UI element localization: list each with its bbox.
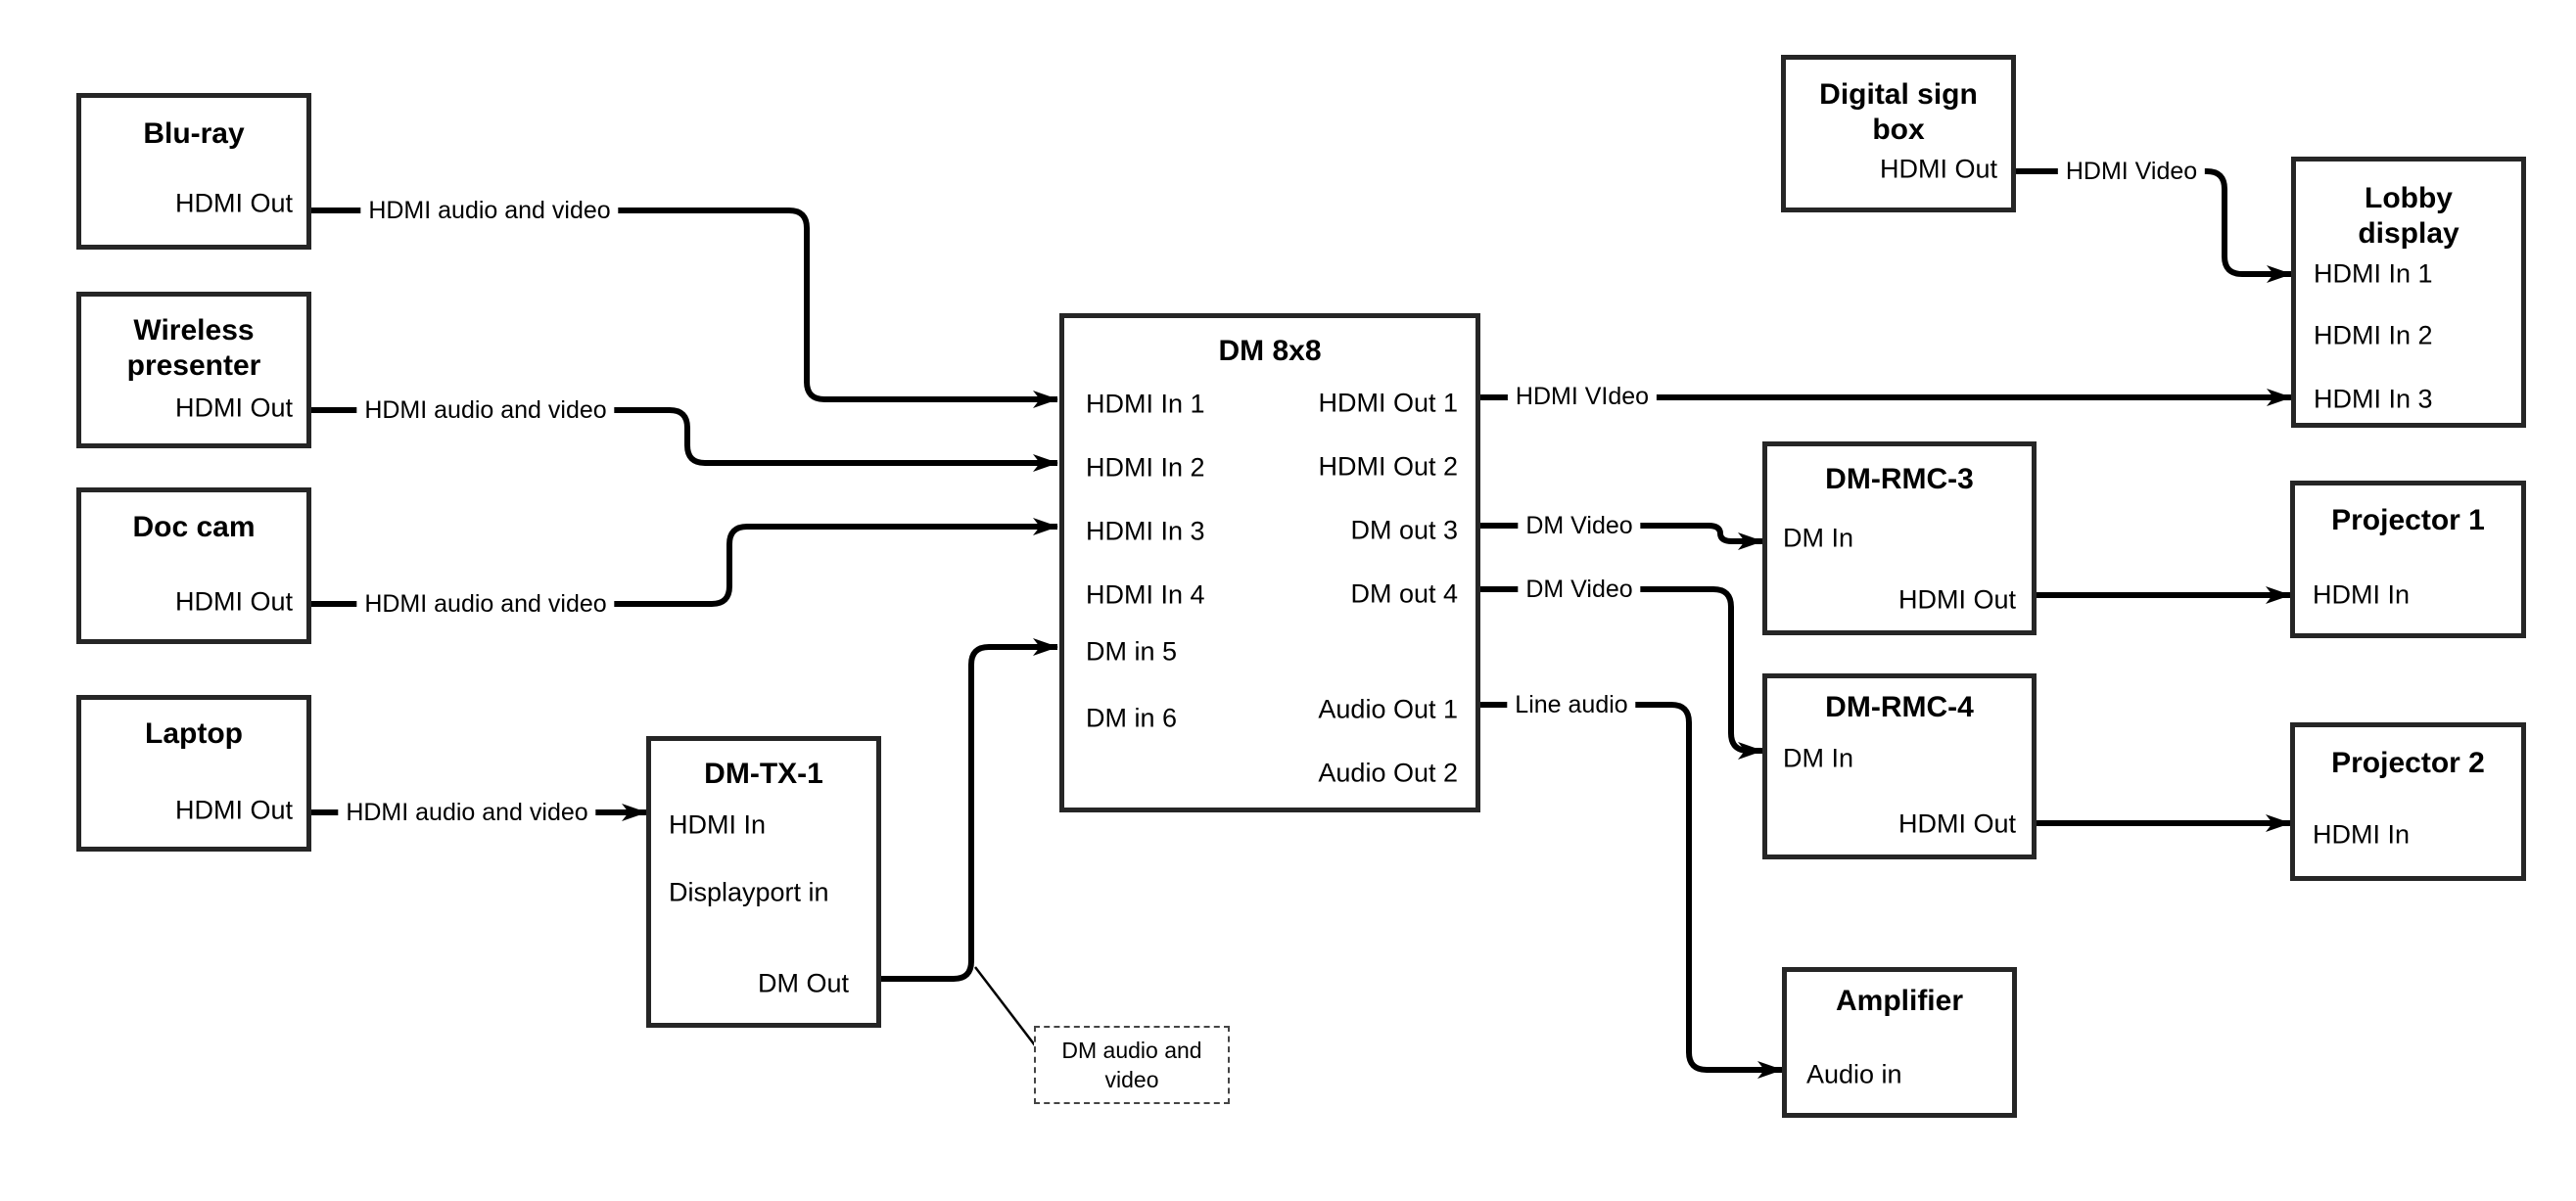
node-doc-cam: Doc cam HDMI Out — [76, 487, 311, 644]
node-title: Wireless presenter — [126, 314, 261, 382]
port-hdmi-in-2: HDMI In 2 — [2314, 320, 2433, 350]
edge-label-hdmi-audio-video-wireless: HDMI audio and video — [356, 394, 615, 426]
node-title: DM-TX-1 — [704, 758, 823, 790]
port-hdmi-out: HDMI Out — [174, 586, 293, 617]
node-title: Doc cam — [132, 511, 256, 543]
port-hdmi-in-1: HDMI In 1 — [2314, 258, 2433, 289]
port-hdmi-out-1: HDMI Out 1 — [1318, 388, 1458, 418]
port-hdmi-in: HDMI In — [2313, 579, 2411, 610]
port-hdmi-in-4: HDMI In 4 — [1086, 579, 1205, 610]
connector-dm8x8-amplifier — [1480, 702, 1783, 1079]
connector-dm8x8-dmrmc3 — [1480, 523, 1763, 550]
connector-digitalsign-lobby — [2016, 168, 2292, 283]
port-hdmi-in-3: HDMI In 3 — [2314, 384, 2433, 414]
node-projector-1: Projector 1 HDMI In — [2290, 481, 2526, 638]
port-hdmi-in-3: HDMI In 3 — [1086, 516, 1205, 546]
port-hdmi-in: HDMI In — [2313, 819, 2411, 850]
port-hdmi-out-2: HDMI Out 2 — [1318, 451, 1458, 482]
port-dm-out-4: DM out 4 — [1350, 578, 1458, 609]
port-audio-in: Audio in — [1806, 1059, 1902, 1089]
node-dm-tx-1: DM-TX-1 HDMI In Displayport in DM Out — [646, 736, 881, 1028]
port-hdmi-in-1: HDMI In 1 — [1086, 389, 1205, 419]
node-amplifier: Amplifier Audio in — [1782, 967, 2017, 1118]
node-blu-ray: Blu-ray HDMI Out — [76, 93, 311, 250]
port-hdmi-out: HDMI Out — [1897, 584, 2016, 615]
node-wireless-presenter: Wireless presenter HDMI Out — [76, 292, 311, 448]
port-hdmi-out: HDMI Out — [174, 393, 293, 423]
port-dm-in: DM In — [1783, 743, 1854, 773]
port-hdmi-out: HDMI Out — [1879, 154, 1997, 184]
node-title: DM-RMC-3 — [1825, 463, 1974, 495]
node-dm-8x8: DM 8x8 HDMI In 1 HDMI In 2 HDMI In 3 HDM… — [1059, 313, 1480, 812]
node-digital-sign-box: Digital sign box HDMI Out — [1781, 55, 2016, 212]
edge-label-dm-video-out3: DM Video — [1518, 510, 1641, 541]
node-lobby-display: Lobby display HDMI In 1 HDMI In 2 HDMI I… — [2291, 157, 2526, 428]
edge-label-hdmi-video-out1: HDMI VIdeo — [1507, 381, 1658, 412]
port-dm-in-6: DM in 6 — [1086, 703, 1178, 733]
node-projector-2: Projector 2 HDMI In — [2290, 722, 2526, 881]
edge-label-hdmi-audio-video-laptop: HDMI audio and video — [338, 797, 596, 828]
edge-label-hdmi-video-sign: HDMI Video — [2057, 156, 2206, 187]
node-title: Projector 1 — [2331, 504, 2485, 536]
node-dm-rmc-3: DM-RMC-3 DM In HDMI Out — [1762, 441, 2037, 635]
connector-dm8x8-dmrmc4 — [1480, 586, 1763, 760]
edge-label-dm-video-out4: DM Video — [1518, 574, 1641, 605]
node-dm-rmc-4: DM-RMC-4 DM In HDMI Out — [1762, 673, 2037, 859]
node-title: Lobby display — [2358, 182, 2459, 250]
connector-bluray-dm8x8 — [311, 208, 1058, 408]
port-dm-out: DM Out — [757, 968, 849, 998]
port-dm-in-5: DM in 5 — [1086, 636, 1178, 667]
edge-label-hdmi-audio-video-doccam: HDMI audio and video — [356, 588, 615, 620]
port-hdmi-out: HDMI Out — [174, 795, 293, 825]
node-title: Digital sign box — [1819, 78, 1978, 146]
port-dm-in: DM In — [1783, 523, 1854, 553]
port-hdmi-in-2: HDMI In 2 — [1086, 452, 1205, 483]
note-dm-audio-and-video: DM audio and video — [1034, 1026, 1230, 1104]
note-leader-line — [974, 966, 1036, 1046]
node-title: DM 8x8 — [1218, 335, 1322, 367]
port-audio-out-2: Audio Out 2 — [1318, 758, 1458, 788]
node-title: DM-RMC-4 — [1825, 691, 1974, 723]
port-hdmi-out: HDMI Out — [174, 188, 293, 218]
node-title: Amplifier — [1835, 985, 1964, 1017]
port-audio-out-1: Audio Out 1 — [1318, 694, 1458, 724]
node-title: Projector 2 — [2331, 747, 2485, 779]
port-dm-out-3: DM out 3 — [1350, 515, 1458, 545]
connector-wireless-dm8x8 — [311, 407, 1058, 472]
port-hdmi-in: HDMI In — [669, 809, 767, 840]
connector-doccam-dm8x8 — [311, 518, 1058, 607]
node-laptop: Laptop HDMI Out — [76, 695, 311, 852]
connector-dmtx1-dm8x8 — [881, 638, 1058, 982]
port-hdmi-out: HDMI Out — [1897, 808, 2016, 839]
port-displayport-in: Displayport in — [669, 877, 829, 907]
node-title: Laptop — [145, 717, 243, 750]
edge-label-hdmi-audio-video-bluray: HDMI audio and video — [360, 195, 619, 226]
edge-label-line-audio: Line audio — [1507, 689, 1636, 720]
node-title: Blu-ray — [143, 117, 245, 150]
